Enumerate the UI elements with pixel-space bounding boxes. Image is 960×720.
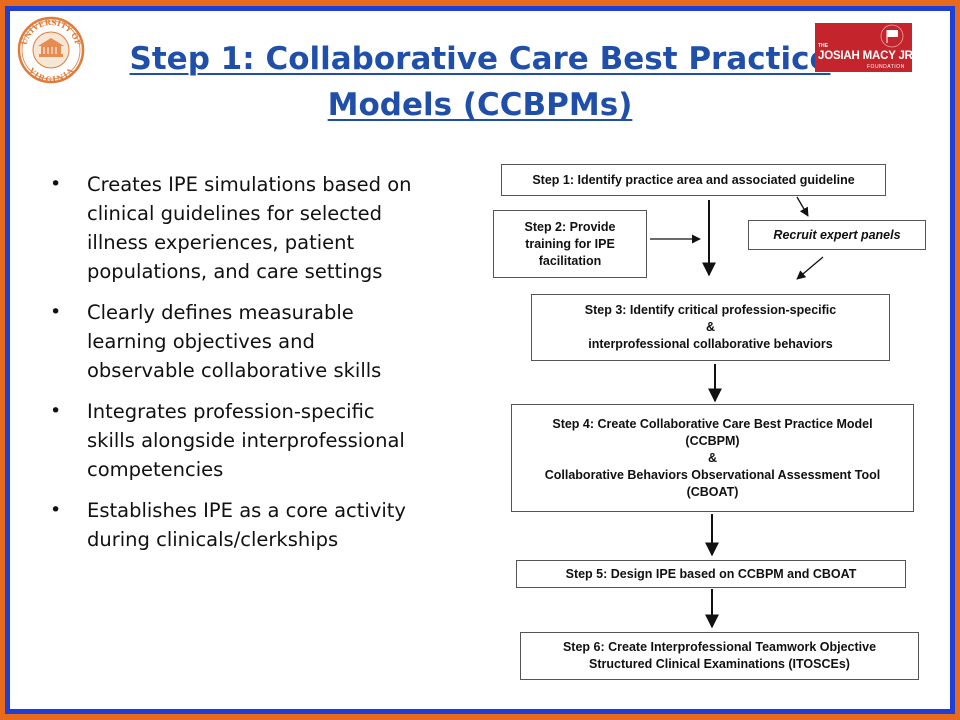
flow-step4-line: (CBOAT): [686, 484, 739, 499]
arrow-step1-to-recruit: [796, 196, 809, 217]
slide-title: Step 1: Collaborative Care Best Practice…: [129, 41, 831, 123]
flag-icon: [880, 24, 904, 48]
flow-recruit-box: Recruit expert panels: [748, 220, 926, 250]
bullet-item: Clearly defines measurable learning obje…: [48, 298, 423, 385]
flow-step1-text: Step 1: Identify practice area and assoc…: [532, 172, 855, 187]
macy-name-label: JOSIAH MACY JR.: [818, 50, 912, 62]
flow-step2-line: facilitation: [538, 253, 602, 268]
flow-step4-line: Step 4: Create Collaborative Care Best P…: [552, 416, 873, 431]
flow-step4-box: Step 4: Create Collaborative Care Best P…: [511, 404, 914, 512]
arrow-recruit-to-step3: [796, 256, 824, 280]
flow-step1-box: Step 1: Identify practice area and assoc…: [501, 164, 886, 196]
flow-step6-box: Step 6: Create Interprofessional Teamwor…: [520, 632, 919, 680]
macy-the-label: THE: [818, 43, 828, 49]
flow-step4-line: Collaborative Behaviors Observational As…: [544, 467, 881, 482]
flow-step4-line: &: [707, 450, 718, 465]
flow-step2-line: training for IPE: [525, 236, 615, 251]
uva-seal-logo: UNIVERSITY OF VIRGINIA: [17, 16, 85, 84]
flow-step6-line: Step 6: Create Interprofessional Teamwor…: [562, 640, 877, 654]
macy-foundation-label: FOUNDATION: [867, 64, 905, 70]
bullet-list: Creates IPE simulations based on clinica…: [48, 170, 423, 566]
flow-step6-line: Structured Clinical Examinations (ITOSCE…: [589, 657, 850, 671]
bullet-item: Establishes IPE as a core activity durin…: [48, 496, 423, 554]
bullet-item: Integrates profession-specific skills al…: [48, 397, 423, 484]
flow-step2-line: Step 2: Provide: [524, 219, 616, 234]
bullet-item: Creates IPE simulations based on clinica…: [48, 170, 423, 286]
macy-foundation-logo: THE JOSIAH MACY JR. FOUNDATION: [815, 23, 912, 72]
flow-step3-line: &: [705, 320, 715, 334]
flow-step3-line: Step 3: Identify critical profession-spe…: [584, 303, 837, 317]
flow-step2-box: Step 2: Provide training for IPE facilit…: [493, 210, 647, 278]
flow-step3-line: interprofessional collaborative behavior…: [588, 337, 833, 351]
flow-step5-text: Step 5: Design IPE based on CCBPM and CB…: [565, 566, 857, 581]
flow-step4-line: (CCBPM): [685, 433, 740, 448]
flow-step5-box: Step 5: Design IPE based on CCBPM and CB…: [516, 560, 906, 588]
flow-recruit-text: Recruit expert panels: [773, 227, 901, 242]
flow-step3-box: Step 3: Identify critical profession-spe…: [531, 294, 890, 361]
